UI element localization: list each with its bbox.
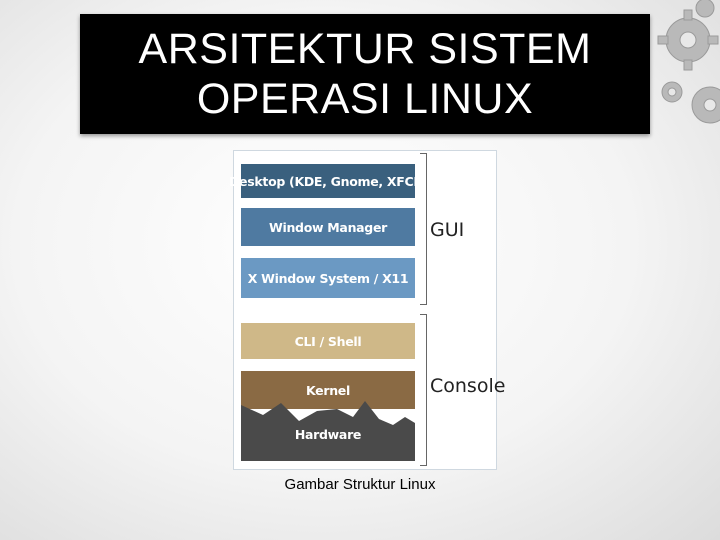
console-bracket (420, 314, 427, 466)
layer-cli-shell: CLI / Shell (241, 323, 415, 359)
group-label-console: Console (430, 375, 506, 397)
layer-desktop: Desktop (KDE, Gnome, XFCE) (229, 164, 427, 198)
slide-title: ARSITEKTUR SISTEM OPERASI LINUX (80, 14, 650, 134)
group-label-gui: GUI (430, 219, 465, 241)
layer-x-window-system: X Window System / X11 (241, 258, 415, 298)
layer-hardware: Hardware (294, 426, 362, 442)
figure-caption: Gambar Struktur Linux (284, 476, 436, 493)
linux-structure-diagram: Desktop (KDE, Gnome, XFCE) Window Manage… (229, 150, 505, 470)
hardware-terrain (241, 401, 415, 461)
gears-icon (657, 0, 720, 124)
layer-window-manager: Window Manager (241, 208, 415, 246)
layer-kernel: Kernel (241, 371, 415, 409)
gui-bracket (420, 153, 427, 305)
title-line-2: OPERASI LINUX (196, 75, 534, 123)
title-line-1: ARSITEKTUR SISTEM (138, 25, 592, 73)
